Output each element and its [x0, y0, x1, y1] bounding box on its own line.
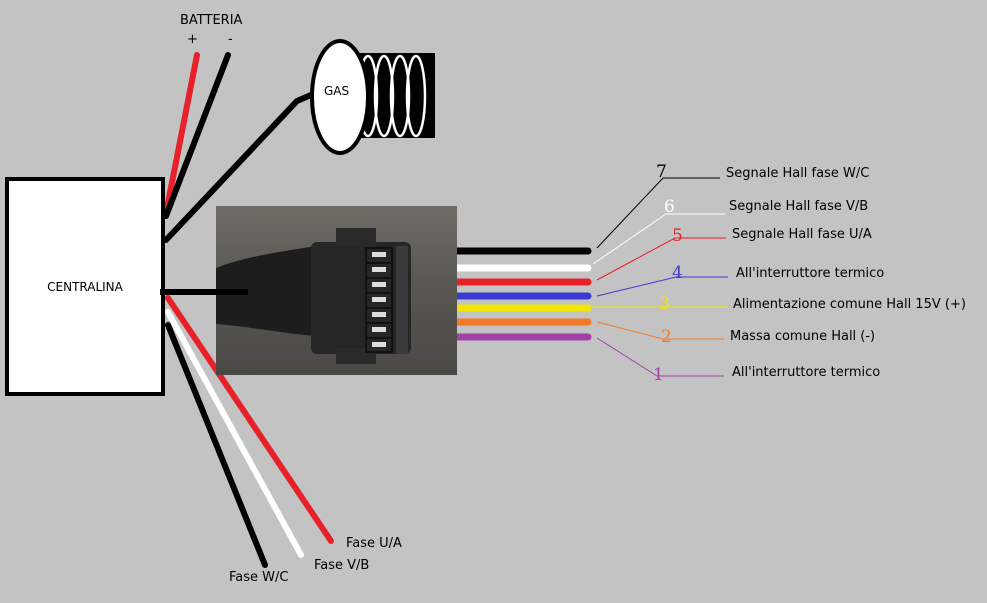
hall-pin-5-label: Segnale Hall fase U/A — [732, 227, 872, 242]
hall-pin-7-number: 7 — [656, 162, 667, 182]
hall-pin-4-number: 4 — [672, 263, 683, 283]
control-unit-box: CENTRALINA — [5, 177, 165, 396]
phase-wire-v — [165, 309, 304, 558]
hall-leader-6 — [592, 213, 725, 265]
phase-label-w: Fase W/C — [229, 570, 289, 585]
battery-plus-sign: + — [187, 32, 198, 47]
control-unit-label: CENTRALINA — [47, 279, 123, 294]
hall-pin-1-number: 1 — [653, 365, 664, 385]
phase-label-v: Fase V/B — [314, 558, 370, 573]
battery-title: BATTERIA — [180, 13, 243, 28]
phase-wire-u — [165, 295, 334, 544]
hall-pin-1-label: All'interruttore termico — [732, 365, 881, 380]
hall-connector-photo — [216, 206, 457, 375]
battery-negative-wire — [163, 52, 231, 219]
hall-leader-7 — [596, 177, 720, 249]
hall-leader-1 — [596, 337, 724, 377]
phase-label-u: Fase U/A — [346, 536, 402, 551]
hall-pin-2-number: 2 — [661, 327, 672, 347]
throttle-grip — [310, 39, 435, 155]
hall-pin-3-label: Alimentazione comune Hall 15V (+) — [733, 297, 966, 312]
hall-pin-5-number: 5 — [672, 226, 683, 246]
phase-wire-w — [165, 322, 268, 568]
hall-pin-6-label: Segnale Hall fase V/B — [729, 199, 869, 214]
hall-pin-2-label: Massa comune Hall (-) — [730, 329, 876, 344]
hall-pin-6-number: 6 — [664, 197, 675, 217]
hall-pin-3-number: 3 — [659, 294, 670, 314]
hall-leader-2 — [596, 321, 724, 340]
battery-minus-sign: - — [228, 32, 233, 47]
hall-pin-7-label: Segnale Hall fase W/C — [726, 166, 870, 181]
battery-positive-wire — [163, 52, 200, 216]
hall-pin-4-label: All'interruttore termico — [736, 266, 885, 281]
throttle-label: GAS — [324, 84, 350, 98]
hall-leader-5 — [596, 237, 726, 281]
hall-leader-4 — [596, 276, 728, 297]
